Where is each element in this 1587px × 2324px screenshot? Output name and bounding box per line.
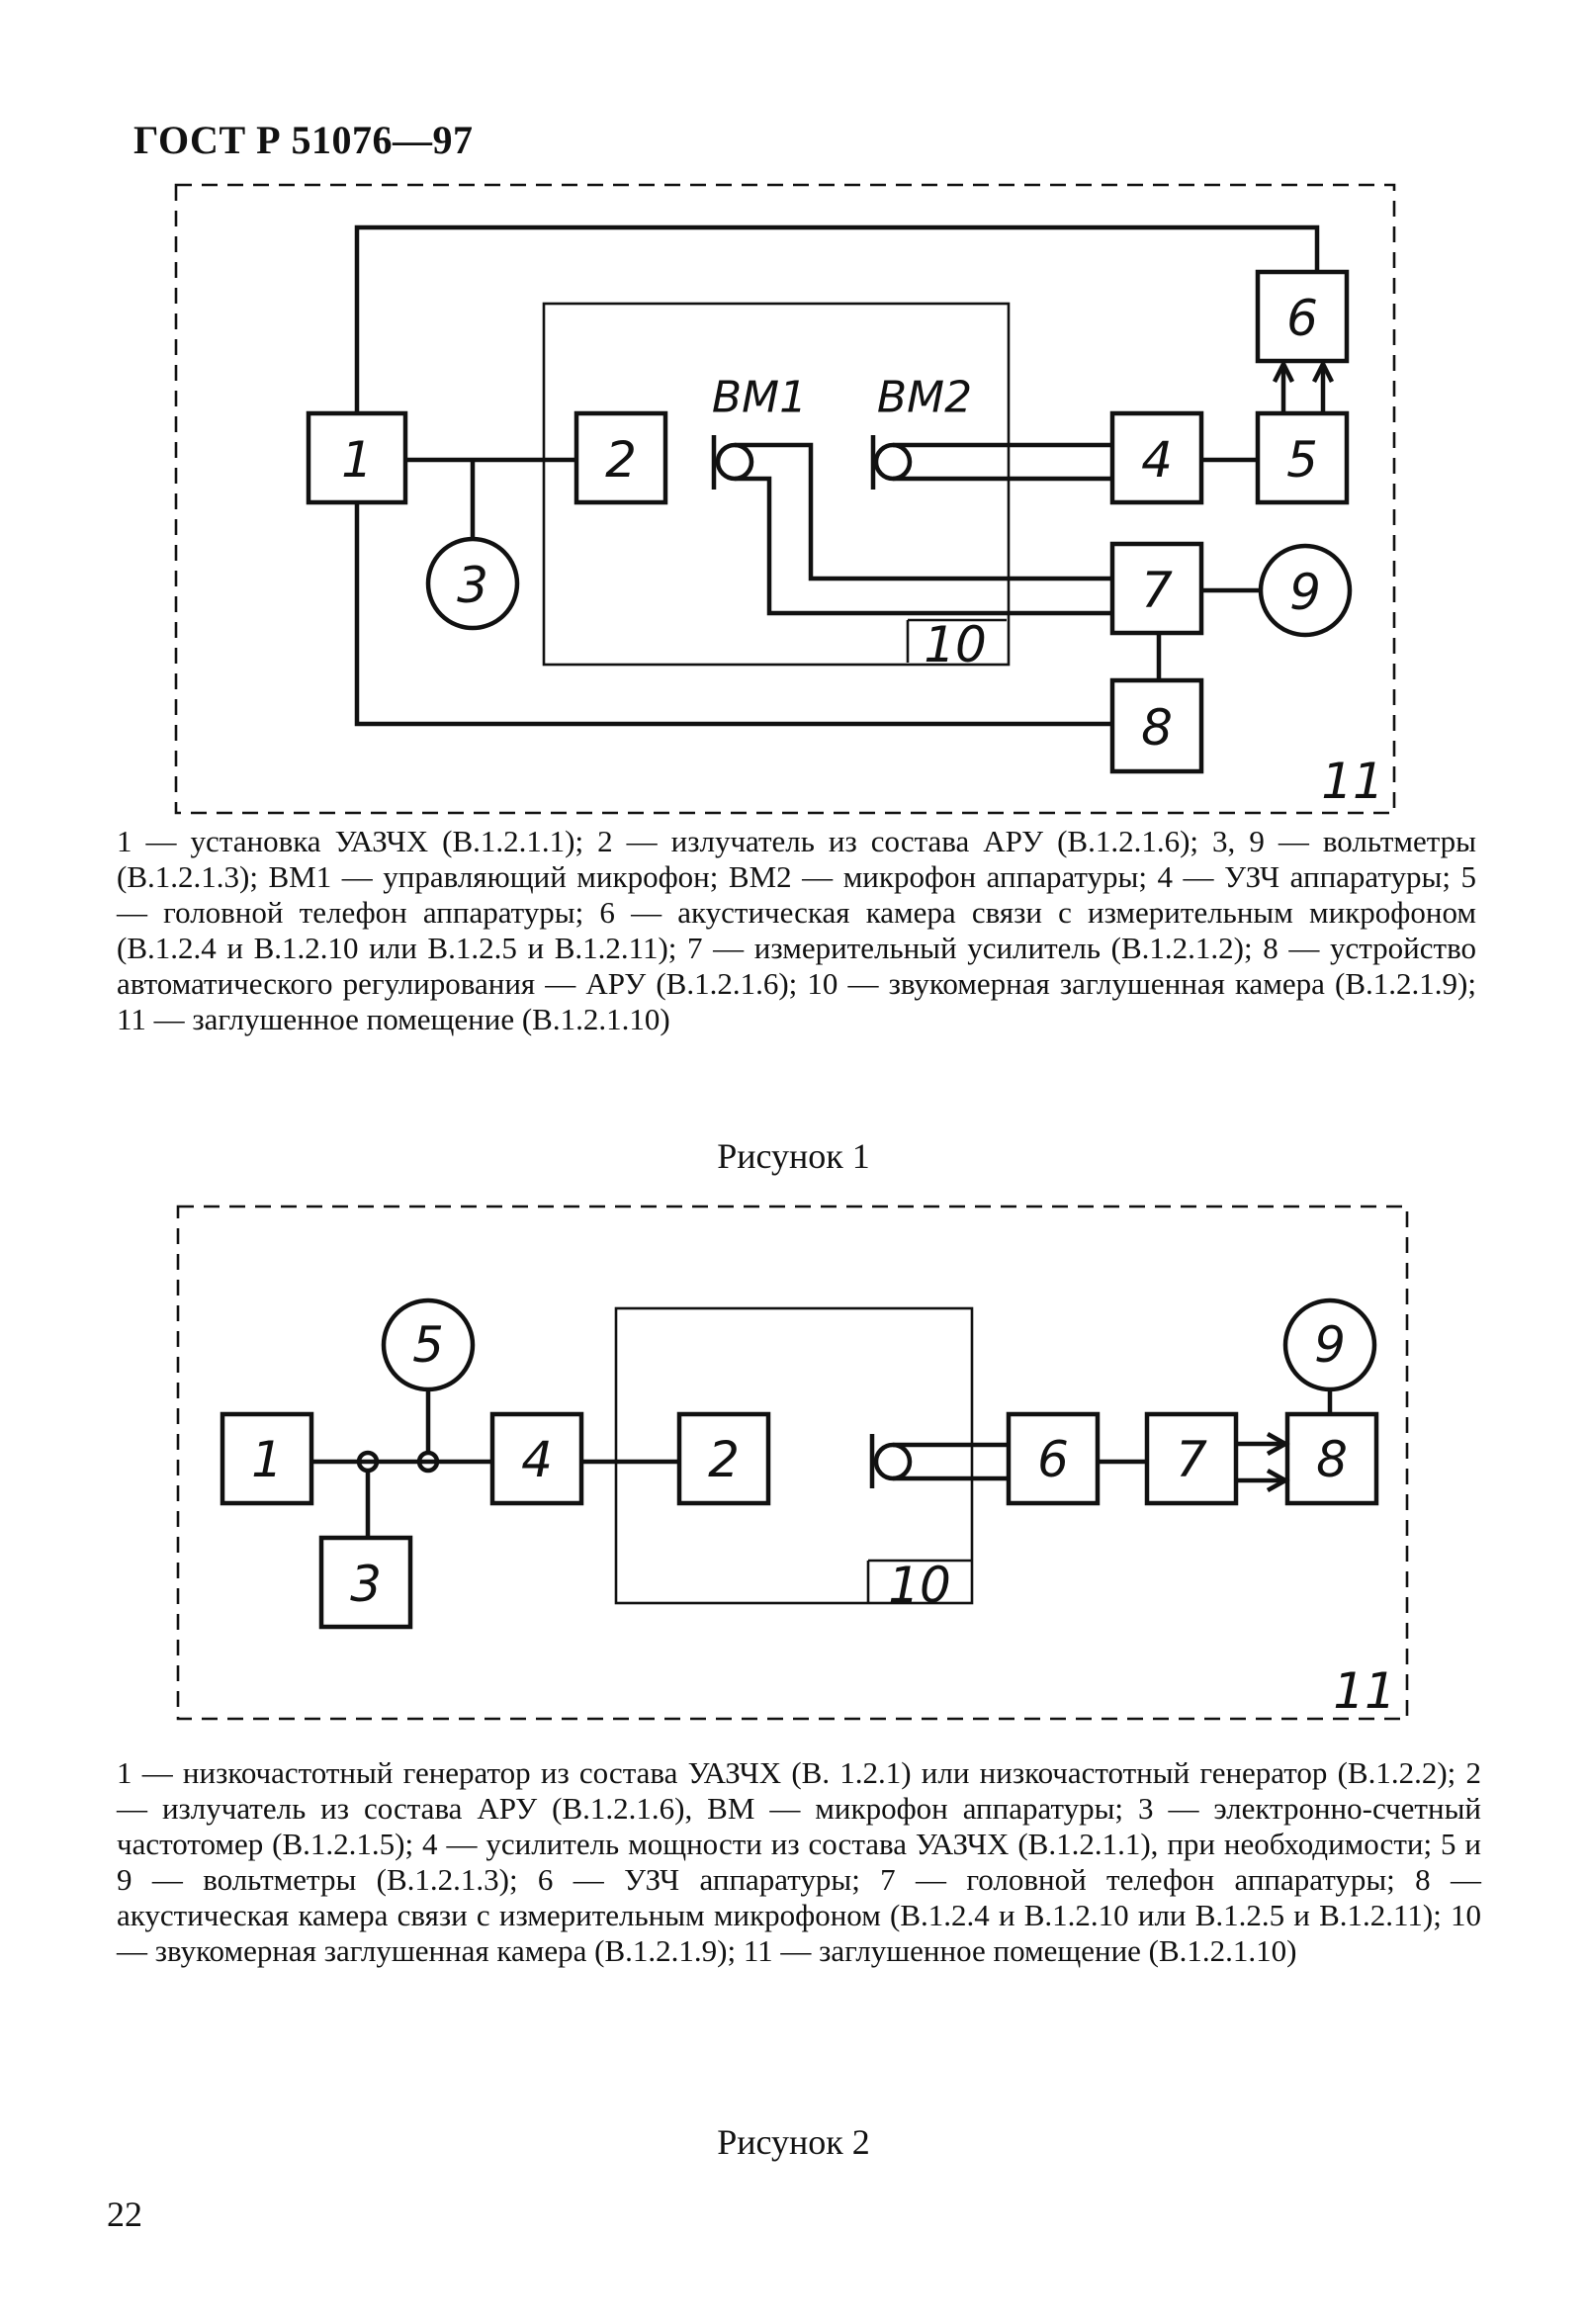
fig2-block-1	[220, 1411, 314, 1506]
figure-1-caption: 1 — установка УАЗЧХ (В.1.2.1.1); 2 — изл…	[117, 824, 1476, 1037]
fig2-label-5: 5	[412, 1316, 444, 1374]
fig1-label-3: 3	[457, 557, 488, 614]
fig2-label-3: 3	[350, 1556, 382, 1613]
figure-2-caption: 1 — низкочастотный генератор из состава …	[117, 1755, 1481, 1969]
fig1-label-2: 2	[605, 431, 637, 489]
fig2-label-1: 1	[251, 1431, 283, 1488]
fig1-label-5: 5	[1286, 431, 1318, 489]
figure-1-legend: 1 — установка УАЗЧХ (В.1.2.1.1); 2 — изл…	[117, 824, 1476, 1036]
room-11-outline-2	[176, 1205, 1409, 1721]
fig1-label-10: 10	[924, 616, 987, 673]
figure-2-title: Рисунок 2	[717, 2122, 870, 2162]
figure-2-diagram: 1 2 3 4 6 7 8 5 9 10 11	[176, 1205, 1409, 1721]
fig1-label-11: 11	[1321, 753, 1384, 810]
fig1-label-1: 1	[341, 431, 373, 489]
page-number: 22	[107, 2194, 142, 2234]
fig2-label-8: 8	[1316, 1431, 1348, 1488]
chamber-10-outline	[542, 302, 1011, 667]
figure-1-title: Рисунок 1	[717, 1136, 870, 1176]
fig2-label-9: 9	[1314, 1316, 1346, 1374]
fig1-label-9: 9	[1289, 564, 1321, 621]
figure-1-diagram: 1 2 4 5 6 7 8 3 9 BM1 BM2 10 11	[174, 183, 1396, 815]
fig2-label-7: 7	[1176, 1431, 1207, 1488]
fig1-label-7: 7	[1141, 562, 1173, 619]
figure-2-legend: 1 — низкочастотный генератор из состава …	[117, 1755, 1481, 1968]
fig1-label-6: 6	[1286, 290, 1318, 347]
fig2-label-4: 4	[521, 1431, 553, 1488]
room-11-outline	[174, 183, 1396, 815]
fig2-block-4	[489, 1411, 584, 1506]
document-header: ГОСТ Р 51076—97	[133, 118, 474, 162]
fig1-label-bm1: BM1	[712, 373, 807, 423]
fig2-block-7	[1144, 1411, 1239, 1506]
fig1-block-6	[1255, 269, 1350, 364]
fig2-label-11: 11	[1333, 1662, 1396, 1720]
fig2-block-6	[1006, 1411, 1101, 1506]
fig2-label-6: 6	[1037, 1431, 1069, 1488]
fig1-label-4: 4	[1141, 431, 1173, 489]
fig1-label-bm2: BM2	[877, 373, 972, 423]
fig2-block-2	[676, 1411, 771, 1506]
fig2-label-2: 2	[708, 1431, 740, 1488]
chamber-10-outline-2	[614, 1306, 974, 1605]
fig1-label-8: 8	[1141, 699, 1173, 757]
fig2-label-10: 10	[888, 1557, 951, 1614]
